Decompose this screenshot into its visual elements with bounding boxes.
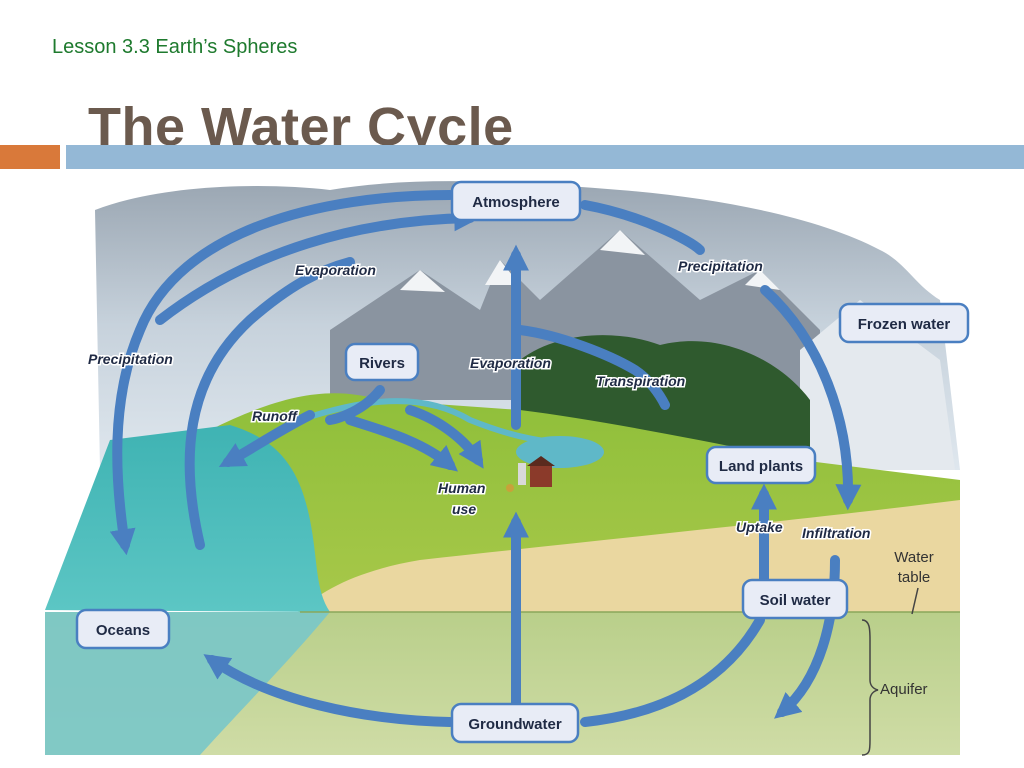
label-precipitation-left: Precipitation (88, 351, 173, 367)
arrow-precipitation-left (109, 190, 455, 556)
rivers-label: Rivers (359, 355, 405, 372)
label-precipitation-right: Precipitation (678, 258, 763, 274)
arrow-precipitation-down (760, 285, 862, 511)
box-land-plants: Land plants (705, 445, 817, 485)
box-oceans: Oceans (75, 608, 171, 650)
box-frozen-water: Frozen water (838, 302, 970, 344)
land-plants-label: Land plants (719, 458, 803, 475)
water-table-pointer (911, 587, 919, 615)
arrow-soil-groundwater (580, 615, 765, 727)
arrow-precipitation-right (580, 200, 705, 255)
label-aquifer: Aquifer (880, 681, 928, 698)
label-water-table-1: Water (894, 549, 933, 566)
arrow-runoff-ocean (218, 410, 315, 467)
arrow-evaporation-ocean (155, 205, 481, 325)
arrow-rivers-human (325, 385, 450, 465)
box-atmosphere: Atmosphere (450, 180, 582, 222)
box-soil-water: Soil water (741, 578, 849, 620)
label-human-use-2: use (452, 501, 476, 517)
lesson-subtitle: Lesson 3.3 Earth’s Spheres (52, 36, 298, 58)
frozen-water-label: Frozen water (858, 316, 951, 333)
label-infiltration: Infiltration (802, 525, 870, 541)
header-bar (66, 145, 1024, 169)
aquifer-bracket (861, 619, 879, 756)
arrow-ocean-evaporation (184, 257, 355, 550)
box-groundwater: Groundwater (450, 702, 580, 744)
arrow-groundwater-oceans (203, 654, 455, 727)
accent-bar (0, 145, 60, 169)
soil-water-label: Soil water (760, 592, 831, 609)
label-transpiration: Transpiration (596, 373, 685, 389)
ground-surface (210, 393, 960, 612)
groundwater-label: Groundwater (468, 716, 562, 733)
arrow-rivers-human-2 (405, 405, 484, 469)
label-evaporation-upper: Evaporation (295, 262, 376, 278)
label-water-table-2: table (898, 569, 931, 586)
atmosphere-label: Atmosphere (472, 194, 560, 211)
arrow-transpiration (515, 325, 670, 410)
label-runoff: Runoff (252, 408, 298, 424)
farm (506, 456, 555, 492)
lake (516, 436, 604, 468)
box-rivers: Rivers (344, 342, 420, 382)
oceans-label: Oceans (96, 622, 150, 639)
label-evaporation-center: Evaporation (470, 355, 551, 371)
label-uptake: Uptake (736, 519, 783, 535)
label-human-use-1: Human (438, 480, 485, 496)
